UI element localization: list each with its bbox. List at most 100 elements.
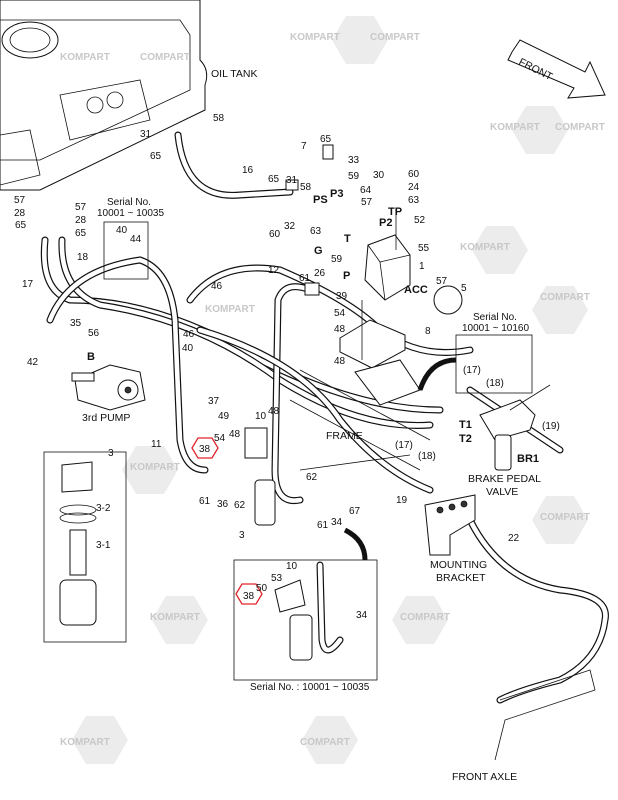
callout-65: 65: [320, 134, 332, 145]
callout-57: 57: [75, 202, 87, 213]
callout-61: 61: [317, 520, 329, 531]
port-label-acc: ACC: [404, 284, 428, 296]
callout-10: 10: [286, 561, 298, 572]
callout-40: 40: [182, 343, 194, 354]
oil-tank: [0, 0, 208, 191]
serial-inset-left: [103, 221, 149, 280]
callout-44: 44: [130, 234, 142, 245]
callout-40: 40: [116, 225, 128, 236]
callout-18: (18): [418, 451, 436, 462]
filter-parts: [59, 461, 97, 626]
callout-57: 57: [14, 195, 26, 206]
callout-65: 65: [15, 220, 27, 231]
callout-55: 55: [418, 243, 430, 254]
callout-3-1: 3-1: [96, 540, 111, 551]
serial-note: Serial No.: [107, 197, 151, 208]
callout-48: 48: [334, 356, 346, 367]
callout-10: 10: [255, 411, 267, 422]
callout-67: 67: [349, 506, 361, 517]
callout-57: 57: [436, 276, 448, 287]
third-pump: [71, 364, 146, 411]
callout-48: 48: [268, 406, 280, 417]
port-label-p3: P3: [330, 188, 343, 200]
callout-65: 65: [75, 228, 87, 239]
callout-49: 49: [218, 411, 230, 422]
callout-3: 3: [239, 530, 245, 541]
watermark-logo-layer: [72, 16, 588, 764]
callout-34: 34: [331, 517, 343, 528]
callout-64: 64: [360, 185, 372, 196]
callout-38: 38: [243, 591, 255, 602]
callout-35: 35: [70, 318, 82, 329]
serial-note: Serial No.: [473, 312, 517, 323]
watermark-logo: [532, 496, 588, 544]
oil-tank-label: OIL TANK: [211, 68, 258, 80]
callout-57: 57: [361, 197, 373, 208]
port-label-ps: PS: [313, 194, 328, 206]
highlight-hex-38: [191, 437, 219, 459]
port-label-p: P: [343, 270, 350, 282]
brake-pedal-valve: [479, 384, 551, 471]
callout-63: 63: [408, 195, 420, 206]
callout-62: 62: [234, 500, 246, 511]
callout-46: 46: [211, 281, 223, 292]
mounting-label: MOUNTING: [430, 559, 487, 571]
watermark-text: KOMPART: [205, 304, 255, 315]
third-pump-label: 3rd PUMP: [82, 412, 130, 424]
callout-62: 62: [306, 472, 318, 483]
callout-65: 65: [150, 151, 162, 162]
watermark-text: KOMPART: [290, 32, 340, 43]
bracket-label: BRACKET: [436, 572, 486, 584]
callout-36: 36: [217, 499, 229, 510]
watermark-logo: [152, 596, 208, 644]
callout-54: 54: [334, 308, 346, 319]
port-label-p2: P2: [379, 217, 392, 229]
port-label-br1: BR1: [517, 453, 539, 465]
callout-53: 53: [271, 573, 283, 584]
callout-32: 32: [284, 221, 296, 232]
callout-18: 18: [77, 252, 89, 263]
brake-valve-label: VALVE: [486, 486, 518, 498]
port-label-t2: T2: [459, 433, 472, 445]
callout-3-2: 3-2: [96, 503, 111, 514]
serial-note: 10001 ~ 10035: [97, 208, 164, 219]
filter-exploded-inset: [43, 451, 127, 643]
serial-inset-bottom: [233, 559, 378, 681]
callout-19: 19: [396, 495, 408, 506]
callout-56: 56: [88, 328, 100, 339]
callout-54: 54: [214, 433, 226, 444]
highlight-hex-38-inset: [235, 583, 263, 605]
callout-28: 28: [75, 215, 87, 226]
callout-61: 61: [199, 496, 211, 507]
callout-24: 24: [408, 182, 420, 193]
inset-pointer: [343, 527, 368, 561]
callout-48: 48: [334, 324, 346, 335]
serial-note: Serial No. : 10001 ~ 10035: [250, 682, 370, 693]
inset-pointer: [417, 357, 457, 391]
callout-37: 37: [208, 396, 220, 407]
callout-58: 58: [300, 182, 312, 193]
callout-50: 50: [256, 583, 268, 594]
callout-34: 34: [356, 610, 368, 621]
brake-pedal-label: BRAKE PEDAL: [468, 473, 541, 485]
callout-18: (18): [486, 378, 504, 389]
callout-8: 8: [425, 326, 431, 337]
callout-17: 17: [22, 279, 34, 290]
callout-59: 59: [331, 254, 343, 265]
callout-3: 3: [108, 448, 114, 459]
callout-52: 52: [414, 215, 426, 226]
callout-22: 22: [508, 533, 520, 544]
callout-38: 38: [199, 444, 211, 455]
callout-59: 59: [348, 171, 360, 182]
hoses: [40, 131, 609, 761]
callout-19: (19): [542, 421, 560, 432]
frame-label: FRAME: [326, 430, 363, 442]
callout-46: 46: [183, 329, 195, 340]
port-label-b: B: [87, 351, 95, 363]
callout-58: 58: [213, 113, 225, 124]
callout-1: 1: [419, 261, 425, 272]
